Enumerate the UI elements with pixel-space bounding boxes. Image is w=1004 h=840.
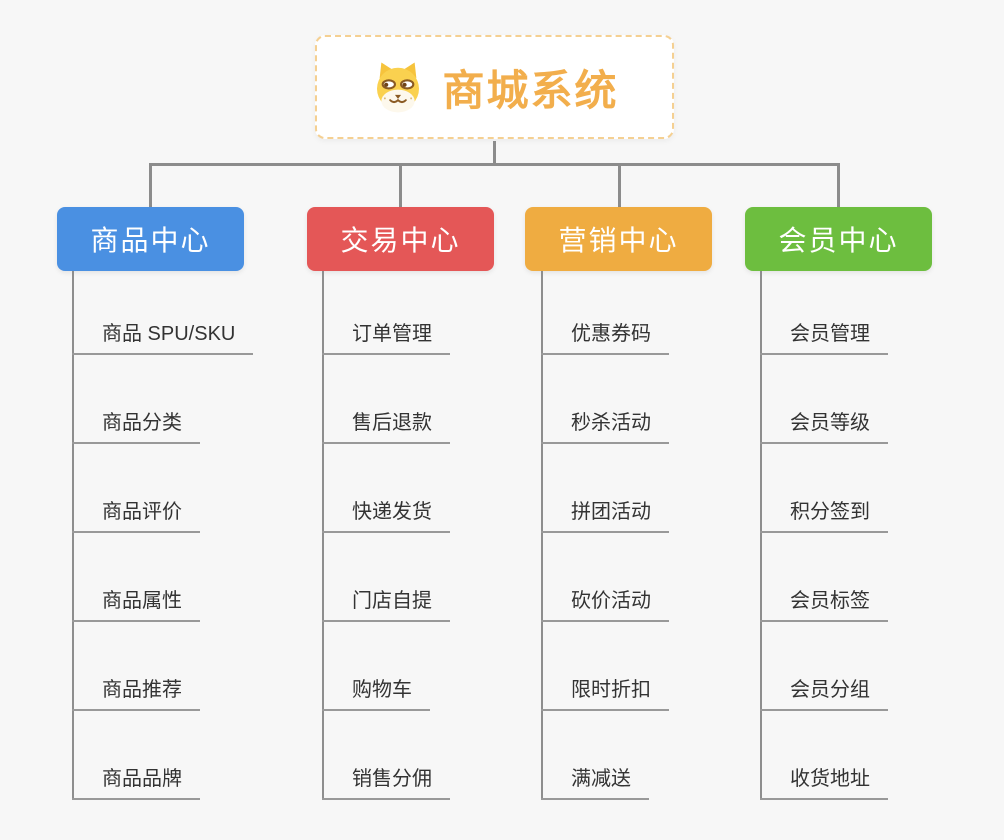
leaf-topic[interactable]: 会员分组: [760, 677, 888, 711]
leaf-topic[interactable]: 会员等级: [760, 410, 888, 444]
leaf-topic[interactable]: 销售分佣: [322, 766, 450, 800]
leaf-topic[interactable]: 会员管理: [760, 321, 888, 355]
leaf-topic[interactable]: 秒杀活动: [541, 410, 669, 444]
connector-drop: [399, 163, 402, 208]
leaf-topic[interactable]: 门店自提: [322, 588, 450, 622]
connector-drop: [837, 163, 840, 208]
connector-column-line: [322, 271, 324, 800]
connector-bus: [149, 163, 840, 166]
leaf-topic[interactable]: 订单管理: [322, 321, 450, 355]
leaf-topic[interactable]: 快递发货: [322, 499, 450, 533]
leaf-topic[interactable]: 商品 SPU/SKU: [72, 321, 254, 355]
leaf-topic[interactable]: 积分签到: [760, 499, 888, 533]
connector-column-line: [72, 271, 74, 800]
connector-column-line: [760, 271, 762, 800]
connector-column-line: [541, 271, 543, 800]
leaf-topic[interactable]: 商品推荐: [72, 677, 200, 711]
branch-node-trade-center[interactable]: 交易中心: [307, 207, 494, 271]
leaf-topic[interactable]: 商品属性: [72, 588, 200, 622]
leaf-topic[interactable]: 砍价活动: [541, 588, 669, 622]
root-title: 商城系统: [442, 66, 619, 114]
leaf-topic[interactable]: 商品品牌: [72, 766, 200, 800]
leaf-topic[interactable]: 收货地址: [760, 766, 888, 800]
branch-node-member-center[interactable]: 会员中心: [745, 207, 932, 271]
leaf-topic[interactable]: 会员标签: [760, 588, 888, 622]
leaf-topic[interactable]: 优惠券码: [541, 321, 669, 355]
leaf-topic[interactable]: 拼团活动: [541, 499, 669, 533]
leaf-topic[interactable]: 商品评价: [72, 499, 200, 533]
leaf-topic[interactable]: 商品分类: [72, 410, 200, 444]
dog-mascot-icon: [370, 59, 426, 115]
root-node[interactable]: 商城系统: [315, 35, 674, 139]
connector-drop: [618, 163, 621, 208]
branch-node-product-center[interactable]: 商品中心: [57, 207, 244, 271]
connector-root-stem: [493, 141, 496, 165]
leaf-topic[interactable]: 限时折扣: [541, 677, 669, 711]
connector-drop: [149, 163, 152, 208]
leaf-topic[interactable]: 购物车: [322, 677, 430, 711]
leaf-topic[interactable]: 售后退款: [322, 410, 450, 444]
leaf-topic[interactable]: 满减送: [541, 766, 649, 800]
branch-node-marketing-center[interactable]: 营销中心: [525, 207, 712, 271]
